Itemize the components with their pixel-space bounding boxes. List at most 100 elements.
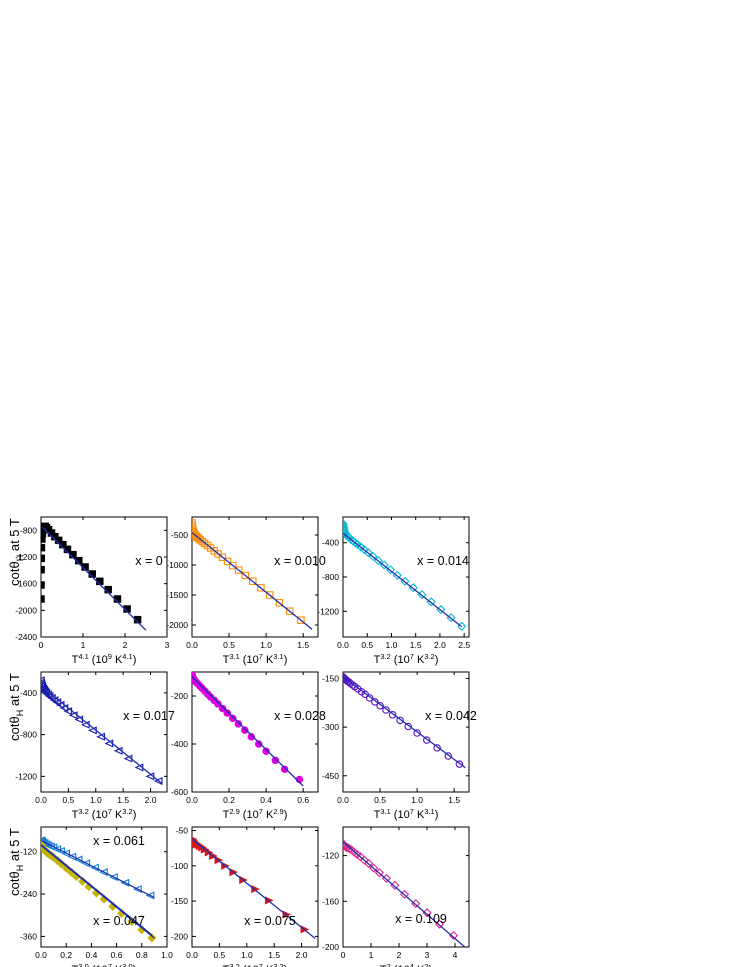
data-layer	[192, 836, 316, 940]
y-tick-label: -150	[171, 896, 188, 906]
data-point	[41, 565, 45, 574]
x-axis-label-mexp: 7	[259, 652, 263, 661]
data-point	[271, 756, 280, 765]
x-tick-label: 0.2	[60, 950, 72, 960]
plot-frame	[342, 826, 470, 948]
series-annotation: x = 0.075	[244, 914, 296, 928]
x-axis-label: T3.2 (107 K3.2)	[223, 962, 288, 967]
x-axis-label: T2 (104 K2)	[380, 962, 432, 967]
ylabel-sub: H	[15, 555, 25, 562]
x-tick-label: 4	[453, 950, 458, 960]
ylabel-main: cotθ	[7, 561, 22, 586]
x-tick-label: 1.0	[260, 640, 272, 650]
x-axis-label-close: )	[133, 654, 137, 666]
x-axis-label-unit: K	[414, 964, 425, 967]
data-point	[297, 616, 305, 624]
data-point	[365, 694, 374, 702]
x-axis-label-mid: (10	[89, 964, 108, 967]
x-axis-label-close: )	[284, 654, 288, 666]
x-axis-label-close: )	[133, 964, 137, 967]
x-axis-label-mid: (10	[240, 809, 259, 821]
data-point	[41, 554, 46, 563]
x-axis-label-mexp: 7	[259, 962, 263, 967]
y-tick-label: -1200	[15, 552, 37, 562]
fit-line	[192, 676, 304, 787]
data-point	[109, 873, 118, 882]
data-point	[433, 744, 441, 752]
x-axis-label-uexp: 2.9	[273, 807, 283, 816]
x-axis-label-mid: (10	[89, 809, 108, 821]
x-tick-label: 0.5	[374, 795, 386, 805]
data-point	[120, 878, 130, 887]
plot-frame	[342, 671, 470, 793]
data-point	[41, 595, 45, 603]
x-tick-label: 1.0	[90, 795, 102, 805]
data-point	[41, 543, 46, 552]
y-tick-label: -400	[171, 739, 188, 749]
data-point	[234, 720, 243, 728]
y-tick-label: -300	[322, 722, 339, 732]
data-point	[98, 868, 108, 877]
x-tick-label: 0.5	[213, 950, 225, 960]
x-axis-label: T3.2 (107 K3.2)	[374, 652, 439, 666]
ylabel-tail: at 5 T	[7, 673, 22, 710]
x-axis-label-mexp: 7	[108, 807, 112, 816]
x-axis-label-mid: (10	[240, 654, 259, 666]
data-layer	[41, 522, 147, 631]
series-annotation: x = 0.109	[395, 912, 447, 926]
x-axis-label-mid: (10	[391, 654, 410, 666]
y-tick-label: -1500	[166, 590, 188, 600]
x-tick-label: 0.5	[223, 640, 235, 650]
x-axis-label-unit: K	[263, 654, 274, 666]
x-axis-label-base: T	[223, 809, 230, 821]
x-axis-label-mid: (10	[391, 964, 410, 967]
data-point	[147, 933, 157, 943]
y-tick-label: -2400	[15, 632, 37, 642]
fit-line	[343, 841, 466, 947]
x-axis-label-mexp: 4	[410, 962, 414, 967]
ylabel-main: cotθ	[7, 871, 22, 896]
plot-frame	[342, 516, 470, 638]
x-tick-label: 1	[369, 950, 374, 960]
fit-line	[192, 838, 316, 940]
y-tick-label: -200	[171, 691, 188, 701]
data-point	[404, 722, 412, 731]
ylabel-tail: at 5 T	[7, 518, 22, 555]
x-tick-label: 2.0	[296, 950, 308, 960]
x-axis-label-base: T	[72, 809, 79, 821]
x-axis-label-close: )	[284, 809, 288, 821]
x-tick-label: 0.0	[186, 950, 198, 960]
x-axis-label-exp: 3.2	[380, 652, 390, 661]
data-point	[455, 760, 464, 768]
x-tick-label: 0	[341, 950, 346, 960]
y-tick-label: -2000	[166, 620, 188, 630]
x-axis-label-unit: K	[414, 654, 425, 666]
data-point	[343, 519, 348, 529]
x-axis-label-unit: K	[112, 964, 123, 967]
x-tick-label: 0.0	[337, 640, 349, 650]
data-point	[262, 747, 270, 755]
x-axis-label-base: T	[223, 654, 230, 666]
x-axis-label-mid: (10	[391, 809, 410, 821]
x-axis-label-exp: 2	[387, 962, 391, 967]
x-axis-label-exp: 3.2	[229, 962, 239, 967]
data-point	[348, 681, 357, 689]
data-point	[229, 714, 237, 723]
data-point	[286, 607, 294, 615]
data-point	[266, 591, 274, 599]
x-tick-label: 1	[81, 640, 86, 650]
x-tick-label: 2.0	[434, 640, 446, 650]
series-annotation: x = 0.028	[274, 709, 326, 723]
data-point	[198, 537, 207, 546]
fit-line	[41, 839, 155, 899]
x-tick-label: 1.5	[448, 795, 460, 805]
y-tick-label: -1200	[15, 771, 37, 781]
data-point	[229, 561, 237, 570]
x-axis-label-exp: 4.1	[78, 652, 88, 661]
x-tick-label: 0.8	[136, 950, 148, 960]
x-tick-label: 0.6	[297, 795, 309, 805]
plot-frame	[40, 516, 168, 638]
